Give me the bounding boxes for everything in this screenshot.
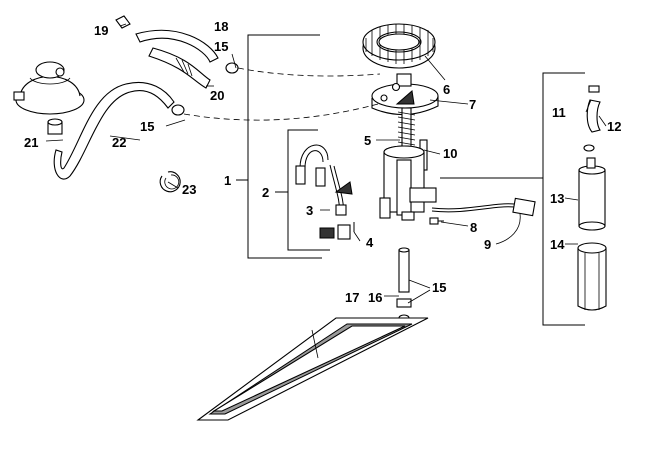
- callout-6: 6: [443, 82, 450, 97]
- bracket-group-2: [275, 129, 330, 251]
- callout-14: 14: [550, 237, 565, 252]
- callout-22: 22: [112, 135, 126, 150]
- callout-1: 1: [224, 173, 231, 188]
- pump-hose-fittings: [583, 85, 601, 152]
- callout-12: 12: [607, 119, 621, 134]
- fuel-pump-part: [578, 157, 606, 231]
- fitting-21-part: [47, 118, 63, 135]
- pump-sleeve-part: [577, 242, 607, 311]
- pump-flange-part: [371, 73, 439, 116]
- callout-9: 9: [484, 237, 491, 252]
- callout-15-bottom: 15: [432, 280, 446, 295]
- callout-16: 16: [368, 290, 382, 305]
- filter-strip-part: [196, 317, 429, 421]
- callout-2: 2: [262, 185, 269, 200]
- callout-5: 5: [364, 133, 371, 148]
- bracket-right-group: [440, 72, 585, 326]
- callout-10: 10: [443, 146, 457, 161]
- callout-17: 17: [345, 290, 359, 305]
- callout-4: 4: [366, 235, 374, 250]
- callout-leaders: [45, 23, 607, 359]
- bracket-group-1: [236, 34, 322, 259]
- suction-stem-part: [396, 247, 412, 322]
- callout-15-top: 15: [214, 39, 228, 54]
- callout-13: 13: [550, 191, 564, 206]
- callout-18: 18: [214, 19, 228, 34]
- wire-harness-part: [295, 144, 355, 240]
- pump-assembly-body: [379, 107, 437, 221]
- callout-7: 7: [469, 97, 476, 112]
- callout-11: 11: [552, 105, 566, 120]
- vent-cap-assembly: [13, 61, 85, 115]
- callout-15-left: 15: [140, 119, 154, 134]
- callout-3: 3: [306, 203, 313, 218]
- callout-labels: 1 2 3 4 5 6 7 8 9 10 11 12 13 14 15 15 1…: [24, 19, 621, 305]
- wire-harness-connector: [429, 197, 536, 225]
- callout-23: 23: [182, 182, 196, 197]
- fuel-hose-long: [53, 82, 185, 180]
- callout-8: 8: [470, 220, 477, 235]
- callout-20: 20: [210, 88, 224, 103]
- clamp-ring-part: [159, 171, 181, 193]
- callout-21: 21: [24, 135, 38, 150]
- callout-19: 19: [94, 23, 108, 38]
- lock-ring-part: [362, 23, 436, 69]
- dashed-leaders: [183, 67, 381, 121]
